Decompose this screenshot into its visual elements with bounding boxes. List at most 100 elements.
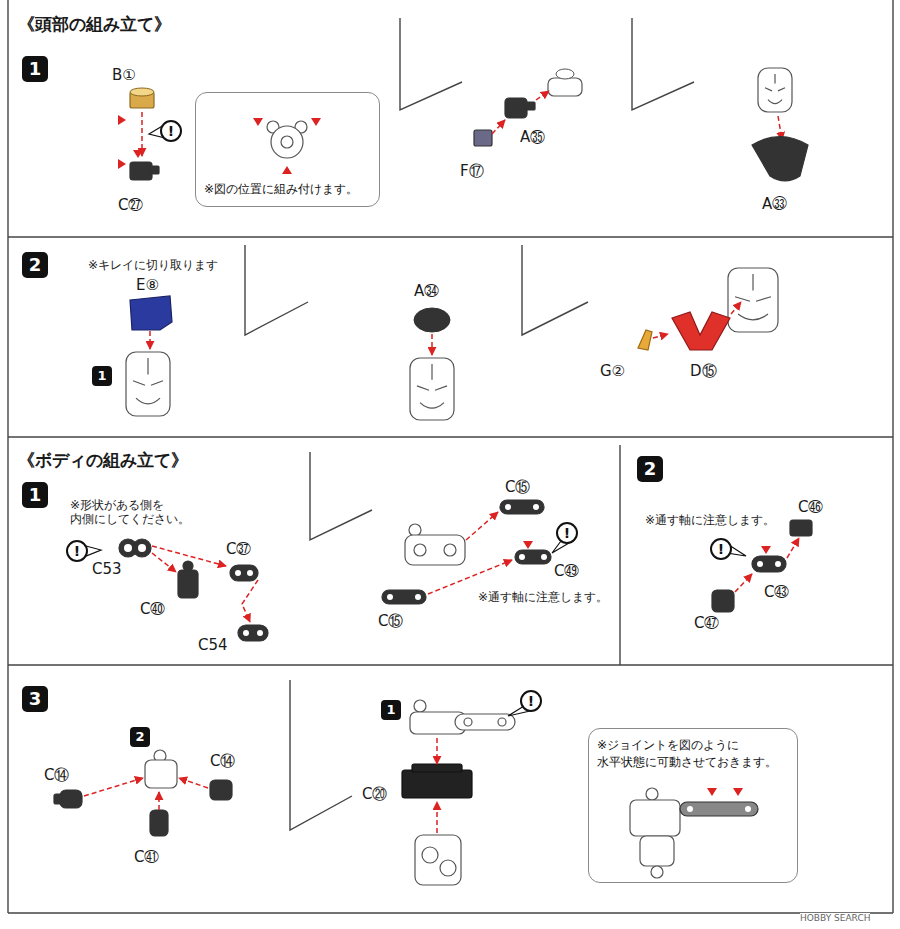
mark-text: 2 (644, 458, 657, 480)
part-shape (541, 554, 547, 560)
part-number: D⑮ (690, 362, 717, 380)
mark-text: 1 (29, 58, 42, 80)
part-shape (210, 780, 232, 800)
part-detail (752, 274, 753, 290)
part-shape (415, 835, 461, 885)
part-shape (651, 866, 663, 878)
part-detail (136, 398, 160, 404)
part-detail (253, 118, 263, 126)
mark-text: 3 (29, 688, 42, 710)
part-shape (758, 68, 792, 112)
part-shape (387, 594, 393, 600)
part-number: C⑳ (362, 785, 387, 803)
assembly-arrow (436, 738, 438, 764)
part-shape (230, 565, 258, 581)
part-shape (687, 806, 693, 812)
mark-text: ! (718, 541, 724, 558)
panel-frame (7, 0, 8, 913)
part-detail (738, 314, 768, 320)
part-detail (86, 546, 101, 556)
part-shape (247, 570, 253, 576)
part-number: C⑮ (378, 612, 403, 630)
part-shape (402, 770, 472, 798)
part-shape (414, 544, 426, 556)
assembly-arrow (466, 512, 498, 540)
part-detail (133, 381, 145, 385)
part-detail (774, 74, 775, 83)
part-number: A㉝ (762, 195, 787, 213)
part-shape (415, 594, 421, 600)
note-box: ※図の位置に組み付けます。 (195, 92, 380, 207)
part-shape (505, 504, 511, 510)
part-detail (752, 137, 808, 182)
part-detail (778, 88, 785, 91)
part-number: C㊸ (764, 583, 789, 601)
part-shape (150, 166, 159, 174)
step-number: 1 (22, 482, 48, 508)
part-detail (431, 364, 432, 380)
panel-frame (8, 664, 893, 665)
part-shape (646, 788, 658, 800)
part-shape (519, 554, 525, 560)
part-number: C54 (198, 636, 228, 654)
assembly-arrow (179, 778, 208, 788)
part-shape (257, 630, 263, 636)
part-number: C53 (92, 560, 122, 578)
assembly-arrow (158, 792, 160, 810)
part-shape (54, 794, 62, 804)
part-shape (464, 718, 472, 726)
assembly-arrow (152, 553, 176, 572)
part-shape (183, 561, 193, 571)
part-detail (118, 159, 126, 169)
part-shape (133, 539, 151, 557)
part-number: A㉞ (414, 282, 439, 300)
part-shape (548, 78, 582, 96)
part-shape (757, 561, 763, 567)
assembly-arrow (431, 334, 433, 355)
part-number: C㊲ (226, 540, 251, 558)
part-shape (126, 352, 170, 416)
part-detail (435, 386, 447, 390)
part-shape (745, 806, 751, 812)
mark-text: ! (528, 693, 534, 710)
sub-step-number: 2 (130, 727, 150, 747)
part-number: E⑧ (136, 276, 159, 294)
sub-step-number: 1 (92, 366, 112, 386)
panel-frame (8, 236, 893, 237)
assembly-arrow (149, 331, 151, 349)
mark-text: ! (74, 543, 80, 560)
part-shape (775, 561, 781, 567)
note-text: ※図の位置に組み付けます。 (204, 181, 358, 198)
mark-text: 1 (29, 484, 42, 506)
part-shape (130, 162, 152, 180)
part-detail (756, 297, 771, 301)
part-shape (382, 590, 426, 604)
parts (8, 0, 893, 913)
panel-frame (8, 912, 893, 913)
assembly-arrow (436, 802, 438, 833)
part-shape (414, 700, 426, 712)
part-number: A㉟ (520, 128, 545, 146)
part-shape (281, 136, 293, 148)
part-shape (238, 625, 268, 641)
part-detail (151, 381, 163, 385)
assembly-arrow (242, 580, 258, 622)
caution-mark: ! (160, 120, 182, 142)
part-shape (556, 69, 574, 79)
part-shape (414, 308, 450, 332)
part-detail (761, 546, 771, 554)
part-number: C㊵ (140, 600, 165, 618)
caution-mark: ! (556, 522, 578, 544)
panel-frame (400, 18, 462, 110)
part-shape (409, 524, 421, 536)
assembly-arrow (152, 546, 226, 566)
part-detail (311, 118, 321, 126)
part-shape (60, 790, 82, 808)
part-shape (640, 836, 674, 866)
part-detail (672, 312, 730, 350)
part-detail (765, 88, 772, 91)
assembly-arrow (141, 112, 143, 156)
part-number: F⑰ (460, 162, 484, 180)
part-shape (138, 544, 146, 552)
